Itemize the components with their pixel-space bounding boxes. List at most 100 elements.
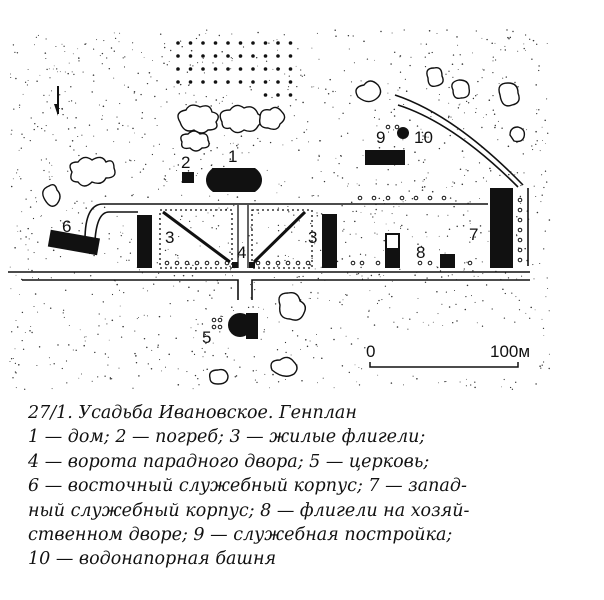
- stipple-dot: [456, 129, 458, 131]
- stipple-dot: [464, 262, 466, 264]
- stipple-dot: [465, 169, 467, 171]
- stipple-dot: [345, 294, 347, 296]
- stipple-dot: [374, 256, 376, 258]
- scale-start: 0: [366, 342, 375, 361]
- stipple-dot: [274, 303, 277, 305]
- stipple-dot: [71, 207, 73, 209]
- tree-ring: [357, 195, 363, 201]
- stipple-dot: [313, 194, 315, 197]
- stipple-dot: [140, 93, 142, 96]
- stipple-dot: [538, 109, 540, 111]
- stipple-dot: [113, 77, 115, 79]
- stipple-dot: [452, 54, 455, 56]
- stipple-dot: [201, 347, 203, 350]
- stipple-dot: [343, 228, 345, 230]
- stipple-dot: [107, 356, 109, 358]
- stipple-dot: [541, 174, 543, 176]
- stipple-dot: [445, 291, 447, 293]
- stipple-dot: [453, 182, 456, 184]
- stipple-dot: [307, 121, 309, 123]
- stipple-dot: [75, 349, 77, 352]
- stipple-dot: [298, 149, 300, 151]
- stipple-dot: [330, 327, 333, 330]
- stipple-dot: [272, 373, 274, 376]
- stipple-dot: [13, 108, 15, 110]
- stipple-dot: [335, 157, 337, 159]
- stipple-dot: [409, 64, 411, 67]
- stipple-dot: [541, 126, 543, 128]
- stipple-dot: [37, 126, 39, 128]
- stipple-dot: [18, 104, 21, 106]
- orchard-dot: [288, 93, 293, 97]
- stipple-dot: [32, 217, 35, 220]
- stipple-dot: [514, 321, 516, 323]
- stipple-dot: [436, 266, 438, 268]
- stipple-dot: [482, 68, 484, 70]
- stipple-dot: [83, 202, 85, 204]
- stipple-dot: [376, 125, 378, 127]
- stipple-dot: [300, 74, 302, 76]
- stipple-dot: [16, 52, 19, 54]
- stipple-dot: [467, 102, 470, 104]
- stipple-dot: [33, 128, 35, 131]
- scale-end: 100м: [490, 342, 530, 361]
- orchard-dot: [188, 41, 193, 45]
- stipple-dot: [163, 185, 165, 187]
- stipple-dot: [124, 56, 126, 58]
- stipple-dot: [110, 378, 113, 380]
- stipple-dot: [19, 176, 21, 177]
- stipple-dot: [236, 144, 238, 147]
- stipple-dot: [482, 273, 484, 275]
- stipple-dot: [486, 38, 488, 41]
- stipple-dot: [532, 264, 534, 266]
- stipple-dot: [290, 354, 292, 356]
- stipple-dot: [322, 377, 324, 379]
- stipple-dot: [508, 38, 510, 40]
- stipple-dot: [26, 84, 28, 86]
- stipple-dot: [177, 164, 179, 166]
- stipple-dot: [540, 201, 542, 203]
- stipple-dot: [531, 58, 533, 60]
- stipple-dot: [160, 106, 162, 108]
- stipple-dot: [308, 297, 310, 299]
- stipple-dot: [56, 68, 58, 70]
- stipple-dot: [311, 257, 313, 259]
- stipple-dot: [34, 123, 36, 125]
- stipple-dot: [284, 224, 286, 226]
- stipple-dot: [494, 42, 496, 44]
- stipple-dot: [269, 141, 272, 144]
- stipple-dot: [542, 327, 545, 330]
- stipple-dot: [354, 220, 356, 223]
- stipple-dot: [416, 378, 418, 380]
- stipple-dot: [14, 247, 16, 249]
- stipple-dot: [14, 348, 16, 350]
- stipple-dot: [520, 184, 522, 187]
- stipple-dot: [11, 331, 13, 333]
- stipple-dot: [226, 95, 228, 96]
- stipple-dot: [390, 111, 392, 113]
- stipple-dot: [505, 76, 507, 78]
- stipple-dot: [453, 205, 455, 208]
- stipple-dot: [463, 128, 465, 130]
- stipple-dot: [20, 238, 22, 240]
- stipple-dot: [447, 116, 450, 119]
- stipple-dot: [516, 172, 519, 174]
- stipple-dot: [24, 388, 26, 390]
- stipple-dot: [96, 39, 98, 41]
- stipple-dot: [303, 131, 305, 134]
- stipple-dot: [122, 225, 124, 227]
- tree-ring: [413, 195, 419, 201]
- stipple-dot: [51, 164, 53, 166]
- stipple-dot: [104, 375, 106, 377]
- stipple-dot: [463, 268, 465, 270]
- stipple-dot: [253, 356, 255, 358]
- stipple-dot: [385, 223, 387, 225]
- stipple-dot: [539, 262, 541, 265]
- stipple-dot: [436, 266, 439, 269]
- stipple-dot: [106, 57, 108, 59]
- stipple-dot: [463, 156, 465, 158]
- stipple-dot: [218, 102, 220, 104]
- stipple-dot: [409, 318, 411, 320]
- stipple-dot: [536, 113, 538, 115]
- stipple-dot: [48, 171, 50, 173]
